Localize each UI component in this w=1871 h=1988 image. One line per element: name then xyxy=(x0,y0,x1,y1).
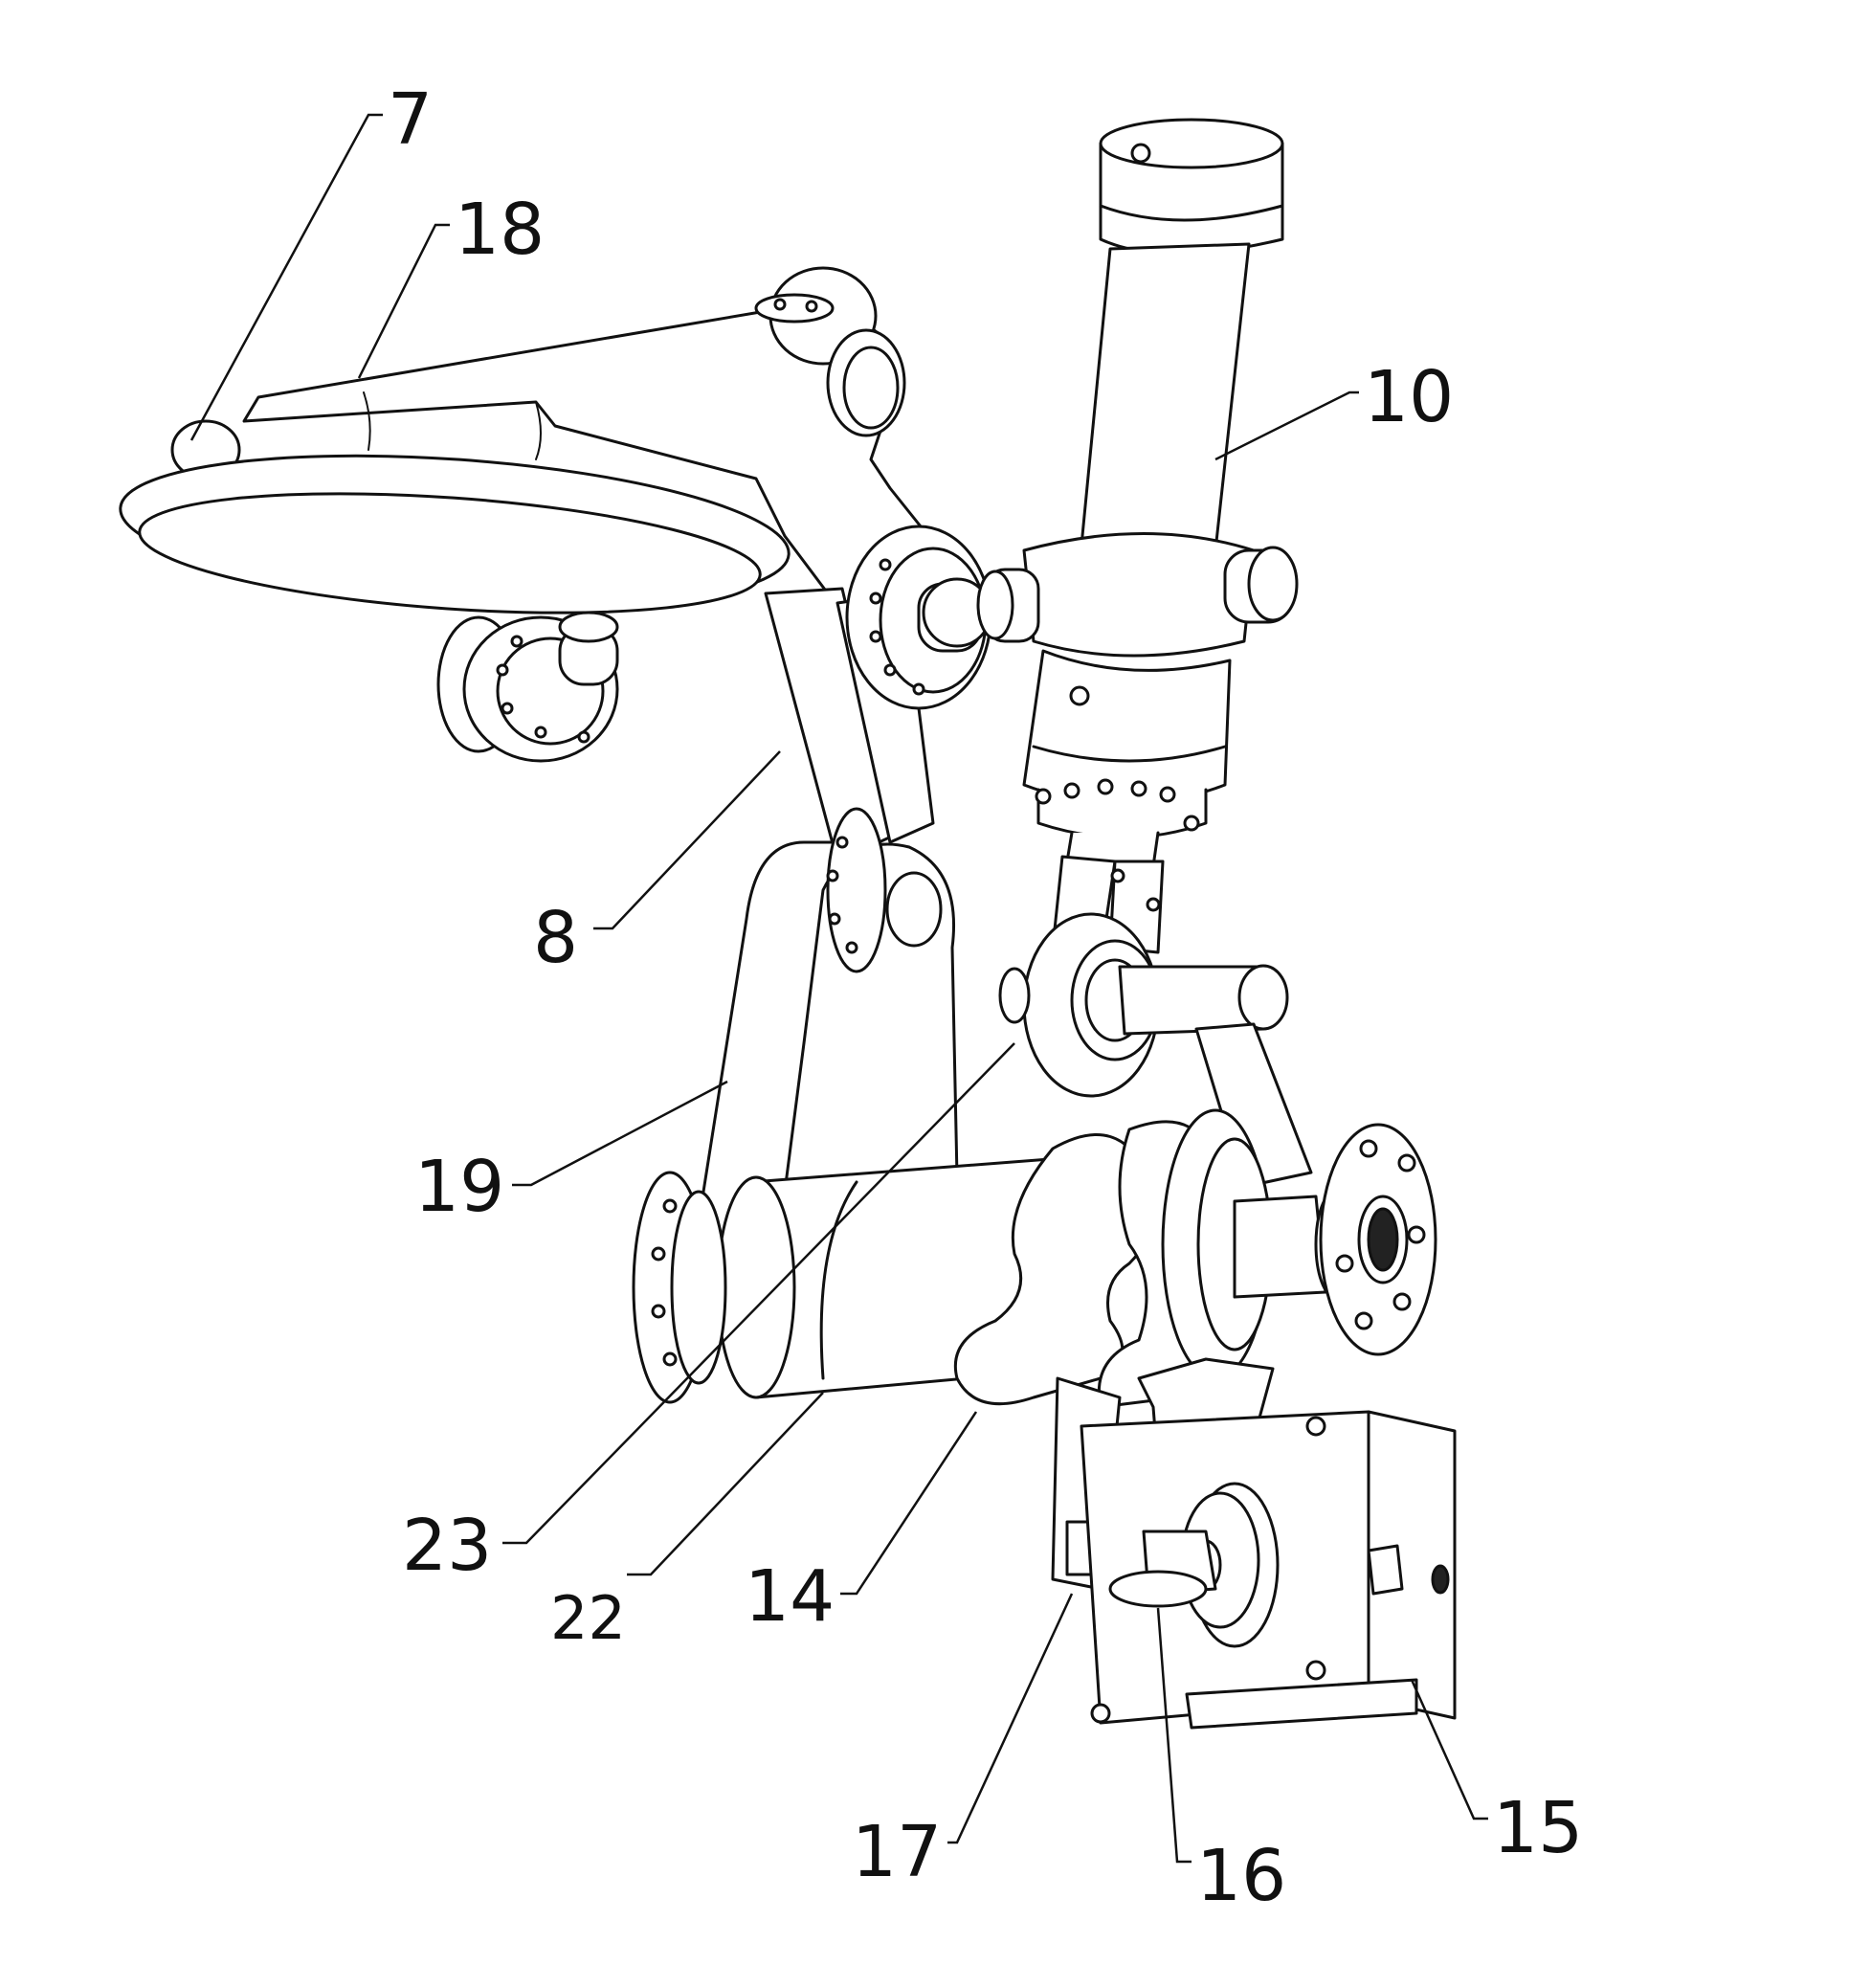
middle-link-8 xyxy=(766,526,991,861)
ref-label-19: 19 xyxy=(414,1146,504,1228)
pad-wheel xyxy=(438,613,617,761)
ref-label-7: 7 xyxy=(388,78,433,161)
ref-label-23: 23 xyxy=(402,1505,492,1587)
ref-label-14: 14 xyxy=(745,1555,835,1638)
ref-label-22: 22 xyxy=(550,1583,626,1653)
ref-label-15: 15 xyxy=(1493,1787,1583,1869)
ref-label-18: 18 xyxy=(455,189,545,271)
left-flange-23 xyxy=(634,1173,725,1402)
ref-label-17: 17 xyxy=(852,1811,942,1893)
ref-label-16: 16 xyxy=(1196,1835,1286,1917)
tube-10 xyxy=(978,120,1297,957)
ref-label-10: 10 xyxy=(1364,356,1454,438)
foot-pad-7 xyxy=(116,436,794,631)
ref-label-8: 8 xyxy=(533,897,578,979)
